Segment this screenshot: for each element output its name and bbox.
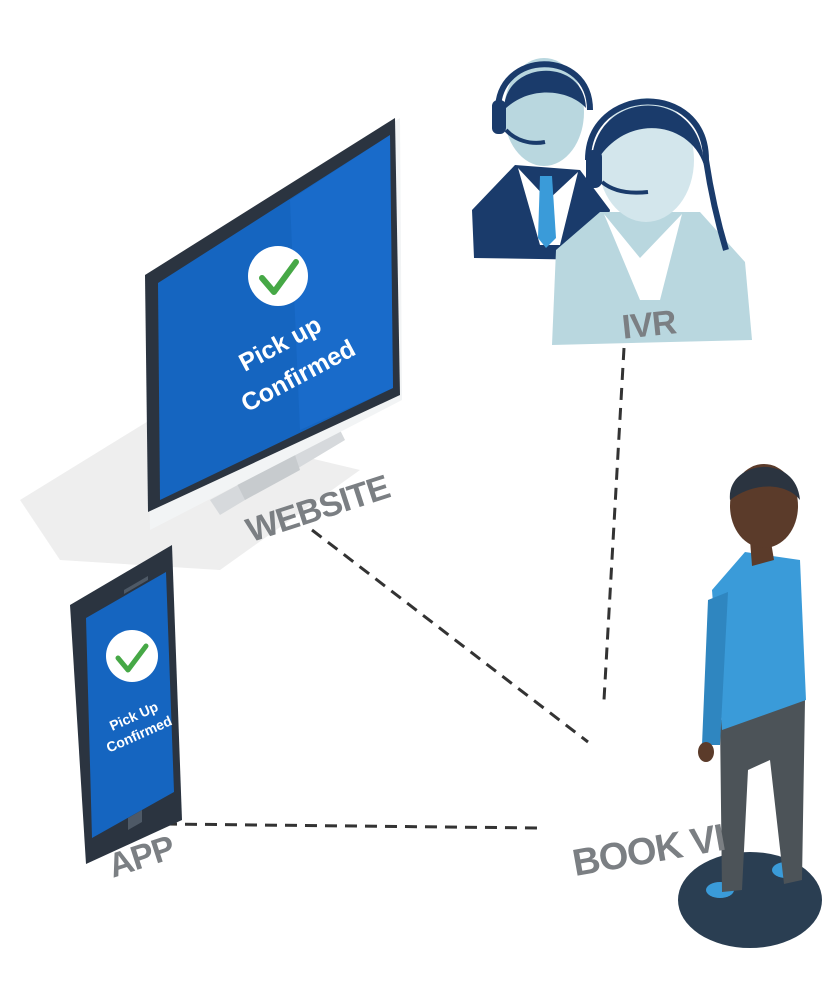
connector-app (164, 822, 541, 830)
monitor (145, 118, 402, 530)
app-check-icon (115, 643, 149, 673)
ivr-label: IVR (620, 303, 678, 347)
app-check-circle (106, 630, 158, 682)
check-icon (259, 259, 299, 295)
agent-back (472, 58, 610, 260)
connector-ivr (602, 347, 626, 701)
customer (678, 464, 822, 948)
smartphone (70, 545, 182, 864)
check-circle (248, 246, 308, 306)
connectors (164, 347, 626, 830)
connector-website (311, 528, 589, 744)
agent-front (552, 98, 752, 345)
